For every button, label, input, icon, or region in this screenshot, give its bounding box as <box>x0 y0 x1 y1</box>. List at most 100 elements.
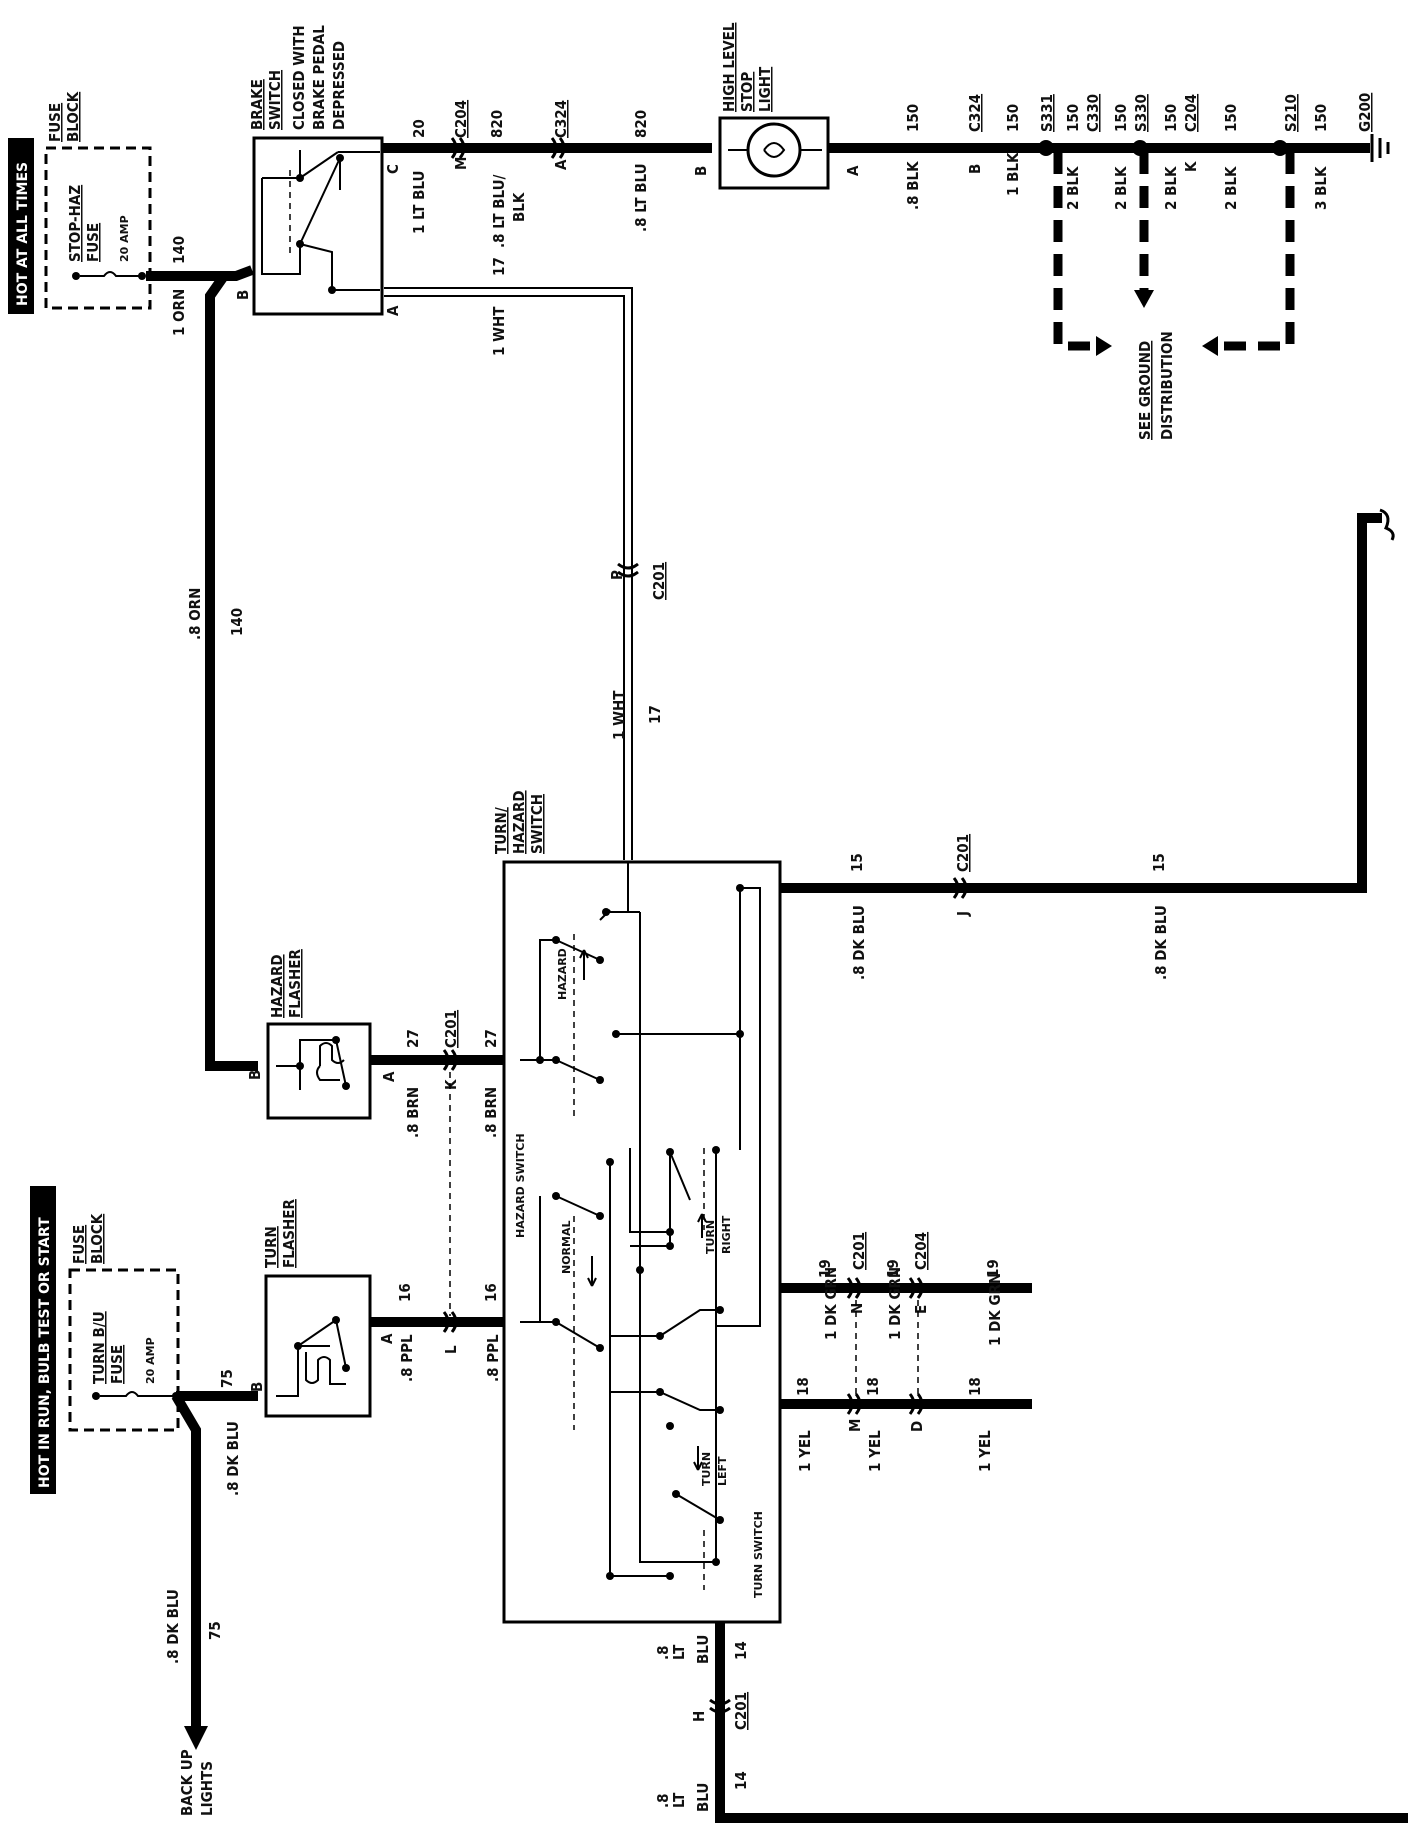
wire-150-e: 150 <box>1162 104 1180 132</box>
s210-splice <box>1272 140 1288 156</box>
brake-pin-c: C <box>384 164 402 174</box>
turn-bu-fuse-label-2: FUSE <box>108 1345 126 1384</box>
c204-right-label: C204 <box>1182 94 1200 132</box>
turn-switch-label: TURN SWITCH <box>752 1511 765 1598</box>
turn-left-arrow-icon <box>693 1446 703 1471</box>
brake-pin-a: A <box>384 305 402 316</box>
wire-08-lt-a: .8 <box>654 1645 672 1660</box>
stop-light-pin-a: A <box>844 165 862 176</box>
wire-blu-a: BLU <box>694 1635 712 1664</box>
back-up-arrow-icon <box>184 1726 208 1750</box>
c201-h-pin: H <box>690 1711 708 1722</box>
c201-n-label: C201 <box>850 1232 868 1270</box>
hazard-flasher-label-2: FLASHER <box>286 949 304 1018</box>
stop-haz-amp: 20 AMP <box>118 215 131 262</box>
wire-820-label-a: 820 <box>488 110 506 138</box>
hazard-label: HAZARD <box>556 948 569 1000</box>
wire-820-label-b: 820 <box>632 110 650 138</box>
brake-note-3: DEPRESSED <box>330 41 348 130</box>
wire-18-c: 18 <box>966 1377 984 1396</box>
c201-j-connector <box>952 877 968 899</box>
wire-1-wht-mid: 1 WHT <box>610 690 628 740</box>
ground-branch-right <box>1218 152 1295 351</box>
c201-m-connector <box>846 1393 862 1415</box>
wire-2-blk-c: 2 BLK <box>1162 166 1180 210</box>
wire-2-blk-b: 2 BLK <box>1112 166 1130 210</box>
wire-150-a: 150 <box>904 104 922 132</box>
turn-hazard-label-3: SWITCH <box>528 794 546 854</box>
turn-bu-amp: 20 AMP <box>144 1337 157 1384</box>
brake-note-1: CLOSED WITH <box>290 25 308 130</box>
wire-lt-lt-b: LT <box>670 1792 688 1808</box>
wire-14-a: 14 <box>732 1641 750 1660</box>
wire-16-b: 16 <box>482 1283 500 1302</box>
wire-14-b: 14 <box>732 1771 750 1790</box>
c201-h-label: C201 <box>732 1692 750 1730</box>
hot-at-all-times-label: HOT AT ALL TIMES <box>15 162 31 306</box>
c324-top-pin-a: A <box>552 159 570 170</box>
turn-flasher-label-2: FLASHER <box>280 1199 298 1268</box>
wire-2-blk-a: 2 BLK <box>1064 166 1082 210</box>
wire-150-f: 150 <box>1222 104 1240 132</box>
brake-switch-label-1: BRAKE <box>248 79 266 130</box>
c204-e-connector <box>908 1277 924 1299</box>
wire-27-b: 27 <box>482 1029 500 1048</box>
fuse-block-bottom-label-2: BLOCK <box>88 1213 106 1264</box>
wire-15-a: 15 <box>848 853 866 872</box>
c201-n-connector <box>846 1277 862 1299</box>
wire-15-b: 15 <box>1150 853 1168 872</box>
wire-dk-blu-right <box>780 513 1382 893</box>
wire-1-dk-grn-b: 1 DK GRN <box>886 1267 904 1340</box>
wire-08-brn-a: .8 BRN <box>404 1087 422 1138</box>
normal-arrow-icon <box>587 1256 597 1287</box>
fuse-bottom-element <box>100 1391 176 1397</box>
wire-19-a: 19 <box>816 1259 834 1278</box>
fuse-block-top-label-1: FUSE <box>46 103 64 142</box>
c204-top-pin-m: M <box>452 157 470 170</box>
c201-l-pin: L <box>442 1345 460 1354</box>
wire-08-dk-blu-a: .8 DK BLU <box>224 1421 242 1496</box>
wire-16-a: 16 <box>396 1283 414 1302</box>
fuse-block-top <box>44 146 152 310</box>
wire-dk-blu-right-terminal-icon <box>1379 508 1395 541</box>
c330-label: C330 <box>1084 94 1102 132</box>
wire-08-dk-blu-d: .8 DK BLU <box>1152 905 1170 980</box>
wire-1-blk-label: 1 BLK <box>1004 152 1022 196</box>
stop-light-pin-b: B <box>692 166 710 176</box>
c201-n-pin: N <box>848 1303 866 1314</box>
turn-hazard-switch-box <box>502 860 782 1624</box>
normal-label: NORMAL <box>560 1221 573 1275</box>
hot-in-run-label: HOT IN RUN, BULB TEST OR START <box>37 1217 53 1488</box>
c201-j-label: C201 <box>954 834 972 872</box>
wire-08-ppl-b: .8 PPL <box>484 1334 502 1382</box>
s331-splice <box>1038 140 1054 156</box>
wire-150-g: 150 <box>1312 104 1330 132</box>
wire-1-orn-label: 1 ORN <box>170 289 188 336</box>
turn-right-label-2: RIGHT <box>720 1215 733 1254</box>
wire-lt-blu-bottom <box>715 1622 1408 1823</box>
fuse-block-top-label-2: BLOCK <box>64 91 82 142</box>
wire-20-label: 20 <box>410 119 428 138</box>
wire-1-yel-a: 1 YEL <box>796 1430 814 1472</box>
see-ground-label-1: SEE GROUND <box>1136 341 1154 440</box>
wire-08-brn-b: .8 BRN <box>482 1087 500 1138</box>
brake-switch-box <box>252 136 384 316</box>
fuse-top-terminal-right <box>138 272 146 280</box>
back-up-lights-label-1: BACK UP <box>178 1749 196 1816</box>
c204-right-pin-k: K <box>1182 161 1200 172</box>
wire-150-b: 150 <box>1004 104 1022 132</box>
hot-in-run-banner <box>30 1186 56 1494</box>
fuse-top-element <box>80 271 142 277</box>
hazard-flasher-pin-b: B <box>246 1070 264 1080</box>
fuse-block-bottom-label-1: FUSE <box>70 1225 88 1264</box>
wire-150-c: 150 <box>1064 104 1082 132</box>
wire-1-dk-grn-c: 1 DK GRN <box>986 1273 1004 1346</box>
wire-wht-outer <box>384 287 633 860</box>
wire-lt-lt-a: LT <box>670 1644 688 1660</box>
wire-08-ppl-a: .8 PPL <box>398 1334 416 1382</box>
wire-19-b: 19 <box>884 1259 902 1278</box>
wire-27-a: 27 <box>404 1029 422 1048</box>
turn-bu-fuse-label-1: TURN B/U <box>90 1311 108 1384</box>
wire-1-lt-blu-label: 1 LT BLU <box>410 171 428 234</box>
